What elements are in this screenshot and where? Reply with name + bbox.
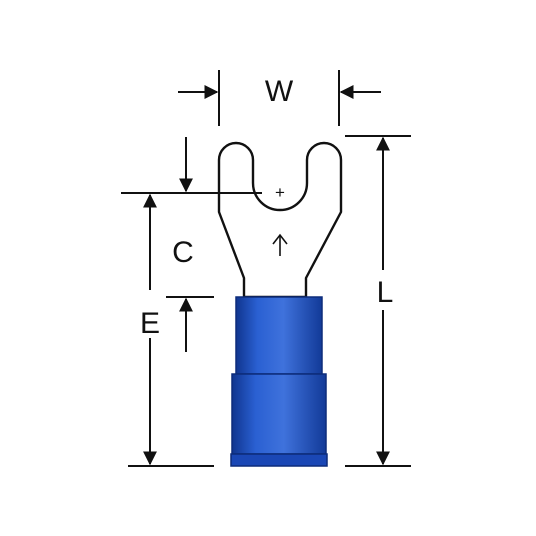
dimension-label-w: W	[265, 75, 294, 108]
dimension-label-l: L	[377, 276, 394, 309]
fork-metal-outline	[217, 141, 343, 299]
dimension-label-e: E	[140, 307, 160, 340]
slot-arrow-head	[272, 233, 288, 245]
insulation-lower	[231, 373, 327, 455]
center-mark: +	[275, 183, 285, 202]
insulation-upper	[235, 296, 323, 375]
insulation-base	[230, 453, 328, 467]
dimension-label-c: C	[172, 236, 194, 269]
